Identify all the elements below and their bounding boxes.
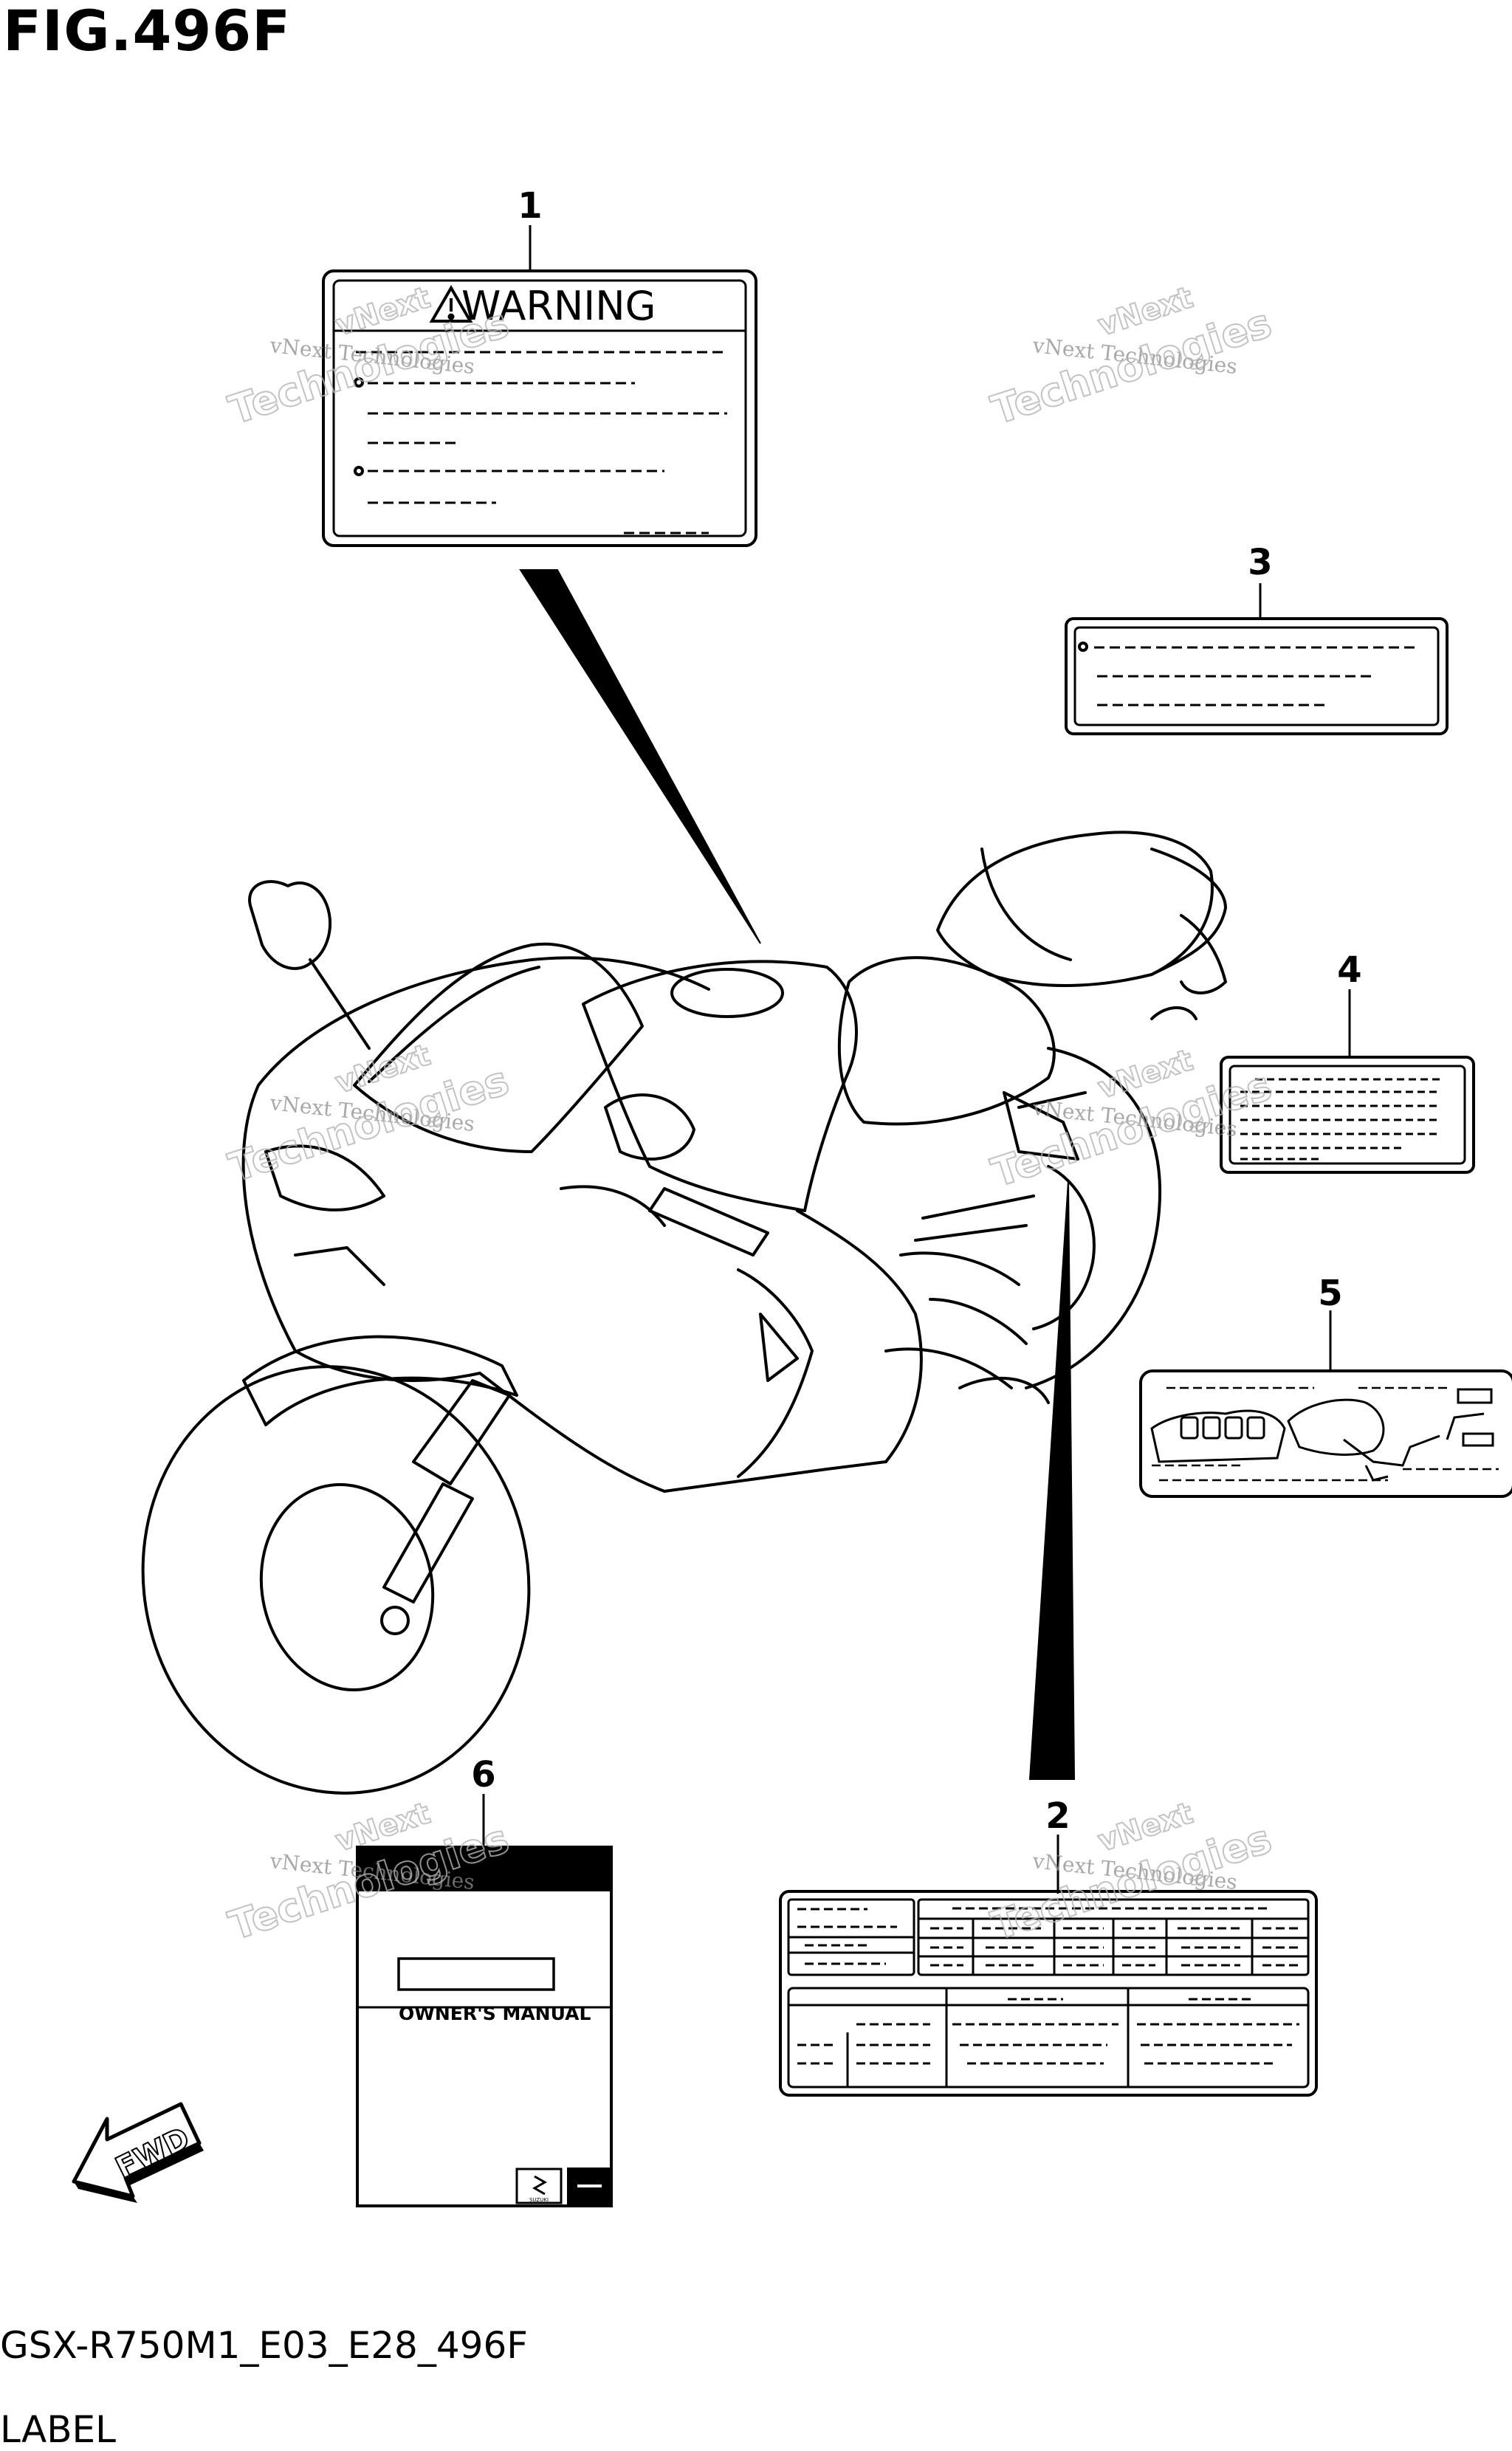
callout-numbers: 1 3 4 5 6 2 xyxy=(471,185,1361,1837)
label-3 xyxy=(1065,617,1449,735)
figure-title: FIG.496F xyxy=(3,0,292,63)
label-2 xyxy=(779,1890,1318,2097)
owners-manual-text: OWNER'S MANUAL xyxy=(399,2003,591,2024)
leader-lines xyxy=(482,225,1351,1894)
pointer-wedge-2 xyxy=(1028,1180,1076,1780)
watermark-c: vNext Technologies vNext Technologies xyxy=(223,1037,515,1192)
watermarks: vNext Technologies vNext Technologies vN… xyxy=(223,280,1278,1950)
label-5 xyxy=(1139,1369,1512,1498)
watermark-e: vNext Technologies vNext Technologies xyxy=(223,1795,515,1950)
brand-logo-icon xyxy=(515,2168,613,2204)
callout-1: 1 xyxy=(518,185,542,227)
callout-2: 2 xyxy=(1045,1795,1070,1837)
pointer-wedge-1 xyxy=(519,569,761,944)
warning-triangle-icon xyxy=(429,285,473,323)
callout-5: 5 xyxy=(1318,1273,1342,1314)
watermark-f: vNext Technologies vNext Technologies xyxy=(986,1795,1278,1950)
callout-3: 3 xyxy=(1248,542,1272,583)
callout-pointers xyxy=(519,569,1076,1780)
callout-4: 4 xyxy=(1337,949,1361,991)
figure-code: GSX-R750M1_E03_E28_496F xyxy=(0,2324,529,2367)
fwd-arrow-icon xyxy=(72,2102,204,2203)
callout-6: 6 xyxy=(471,1754,495,1795)
brand-icon-text: SUZUKI xyxy=(529,2197,549,2203)
motorcycle-illustration xyxy=(141,831,1227,1795)
warning-heading: WARNING xyxy=(461,283,656,329)
watermark-b: vNext Technologies vNext Technologies xyxy=(986,280,1278,434)
figure-name: LABEL xyxy=(0,2408,116,2451)
engine-schematic-icon xyxy=(1150,1388,1494,1482)
owners-manual-booklet xyxy=(356,1846,613,2207)
label-4 xyxy=(1220,1056,1475,1174)
warning-label xyxy=(322,269,757,547)
